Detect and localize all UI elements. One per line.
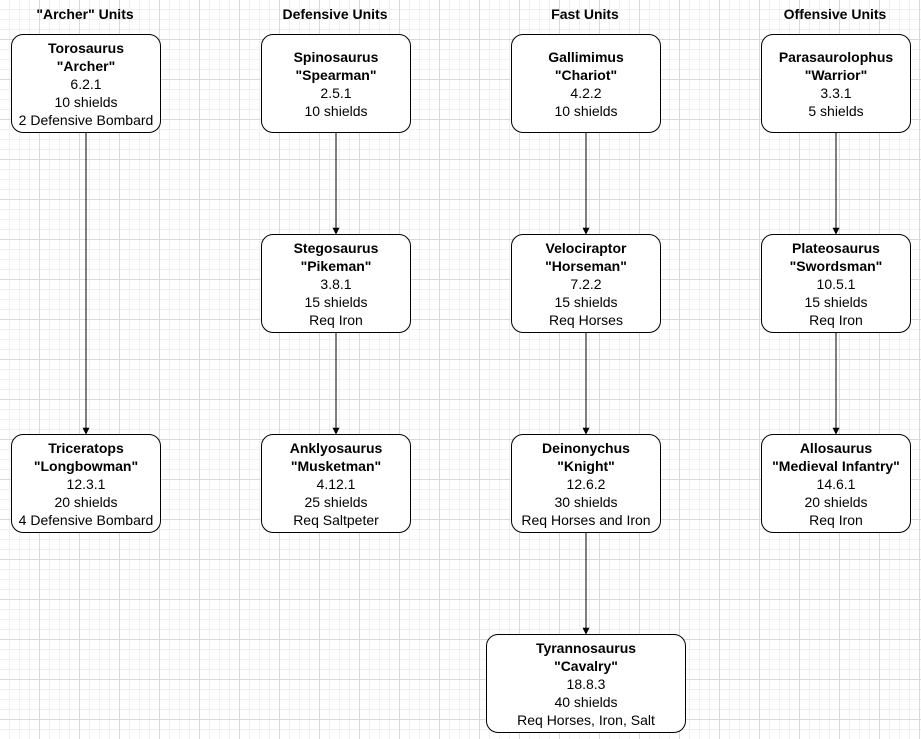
unit-requirement: 2 Defensive Bombard <box>18 111 154 128</box>
unit-name: Allosaurus <box>799 439 873 456</box>
unit-deinonychus[interactable]: Deinonychus "Knight" 12.6.2 30 shields R… <box>511 434 661 533</box>
unit-stats: 10.5.1 <box>816 275 856 292</box>
unit-name: Stegosaurus <box>293 239 379 256</box>
unit-cost: 30 shields <box>554 493 618 510</box>
unit-requirement: Req Iron <box>809 511 863 528</box>
unit-name: Tyrannosaurus <box>535 639 637 656</box>
unit-role: "Archer" <box>56 57 116 74</box>
unit-tyrannosaurus[interactable]: Tyrannosaurus "Cavalry" 18.8.3 40 shield… <box>486 634 686 733</box>
unit-velociraptor[interactable]: Velociraptor "Horseman" 7.2.2 15 shields… <box>511 234 661 333</box>
unit-stats: 2.5.1 <box>320 84 352 101</box>
unit-name: Plateosaurus <box>792 239 880 256</box>
unit-requirement: Req Iron <box>809 311 863 328</box>
unit-triceratops[interactable]: Triceratops "Longbowman" 12.3.1 20 shiel… <box>11 434 161 533</box>
unit-role: "Swordsman" <box>789 257 883 274</box>
unit-cost: 10 shields <box>554 102 618 119</box>
header-offensive-units: Offensive Units <box>783 6 887 22</box>
unit-cost: 5 shields <box>808 102 864 119</box>
unit-torosaurus[interactable]: Torosaurus "Archer" 6.2.1 10 shields 2 D… <box>11 34 161 133</box>
unit-stats: 4.2.2 <box>570 84 602 101</box>
unit-cost: 20 shields <box>804 493 868 510</box>
unit-role: "Horseman" <box>545 257 627 274</box>
unit-role: "Cavalry" <box>554 657 618 674</box>
unit-anklyosaurus[interactable]: Anklyosaurus "Musketman" 4.12.1 25 shiel… <box>261 434 411 533</box>
unit-allosaurus[interactable]: Allosaurus "Medieval Infantry" 14.6.1 20… <box>761 434 911 533</box>
unit-stats: 18.8.3 <box>566 675 606 692</box>
unit-gallimimus[interactable]: Gallimimus "Chariot" 4.2.2 10 shields <box>511 34 661 133</box>
unit-name: Torosaurus <box>48 39 124 56</box>
unit-cost: 40 shields <box>554 693 618 710</box>
header-defensive-units: Defensive Units <box>282 6 388 22</box>
unit-stats: 3.8.1 <box>320 275 352 292</box>
unit-name: Deinonychus <box>542 439 630 456</box>
header-archer-units: "Archer" Units <box>36 6 134 22</box>
unit-role: "Medieval Infantry" <box>772 457 900 474</box>
unit-role: "Chariot" <box>554 66 618 83</box>
unit-role: "Warrior" <box>804 66 868 83</box>
unit-cost: 15 shields <box>554 293 618 310</box>
unit-name: Parasaurolophus <box>778 48 894 65</box>
unit-role: "Pikeman" <box>300 257 372 274</box>
unit-role: "Knight" <box>557 457 615 474</box>
unit-stats: 4.12.1 <box>316 475 356 492</box>
unit-stegosaurus[interactable]: Stegosaurus "Pikeman" 3.8.1 15 shields R… <box>261 234 411 333</box>
unit-role: "Spearman" <box>295 66 377 83</box>
unit-cost: 10 shields <box>54 93 118 110</box>
unit-cost: 20 shields <box>54 493 118 510</box>
unit-name: Velociraptor <box>545 239 627 256</box>
unit-requirement: Req Horses and Iron <box>521 511 651 528</box>
unit-parasaurolophus[interactable]: Parasaurolophus "Warrior" 3.3.1 5 shield… <box>761 34 911 133</box>
header-fast-units: Fast Units <box>551 6 619 22</box>
unit-stats: 14.6.1 <box>816 475 856 492</box>
unit-stats: 7.2.2 <box>570 275 602 292</box>
unit-requirement: Req Iron <box>309 311 363 328</box>
unit-spinosaurus[interactable]: Spinosaurus "Spearman" 2.5.1 10 shields <box>261 34 411 133</box>
unit-requirement: Req Horses, Iron, Salt <box>517 711 655 728</box>
unit-cost: 15 shields <box>804 293 868 310</box>
unit-requirement: 4 Defensive Bombard <box>18 511 154 528</box>
unit-requirement: Req Horses <box>549 311 623 328</box>
unit-role: "Longbowman" <box>33 457 139 474</box>
unit-stats: 12.6.2 <box>566 475 606 492</box>
unit-name: Spinosaurus <box>293 48 379 65</box>
unit-cost: 25 shields <box>304 493 368 510</box>
unit-plateosaurus[interactable]: Plateosaurus "Swordsman" 10.5.1 15 shiel… <box>761 234 911 333</box>
unit-cost: 15 shields <box>304 293 368 310</box>
unit-stats: 3.3.1 <box>820 84 852 101</box>
unit-stats: 12.3.1 <box>66 475 106 492</box>
unit-name: Anklyosaurus <box>289 439 383 456</box>
unit-name: Triceratops <box>48 439 124 456</box>
unit-stats: 6.2.1 <box>70 75 102 92</box>
unit-cost: 10 shields <box>304 102 368 119</box>
unit-name: Gallimimus <box>548 48 624 65</box>
unit-role: "Musketman" <box>290 457 382 474</box>
unit-requirement: Req Saltpeter <box>293 511 379 528</box>
